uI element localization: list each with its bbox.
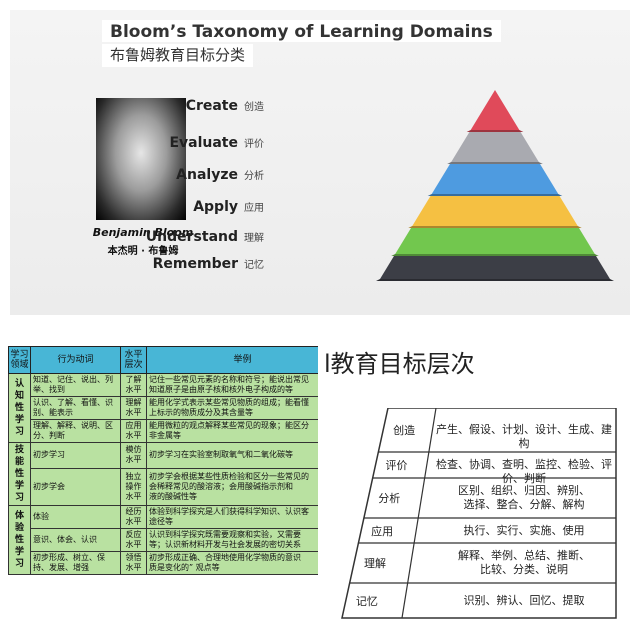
taxonomy-subtitle: 布鲁姆教育目标分类 [102,44,254,67]
example-cell: 初步学会根据某些性质检验和区分一些常见的会稀释常见的酸溶液；会用酸碱指示剂和液的… [146,467,318,507]
levels-title: l教育目标层次 [324,350,475,378]
pyramid-layer-create [470,90,520,130]
level-verbs: 解释、举例、总结、推断、比较、分类、说明 [458,549,590,576]
bloom-pyramid [376,90,614,281]
example-cell: 记住一些常见元素的名称和符号；能说出常见知道原子是由原子核和核外电子构成的等 [146,373,318,397]
level-name: 应用 [371,524,394,538]
level-verbs: 识别、辨认、回忆、提取 [463,593,585,607]
taxonomy-title: Bloom’s Taxonomy of Learning Domains [102,20,501,42]
level-label-cn: 记忆 [244,259,264,271]
level-label-cn: 理解 [244,233,264,244]
table-row: 初步学会独立操作水平初步学会根据某些性质检验和区分一些常见的会稀释常见的酸溶液；… [9,467,318,507]
table-row: 技能性学习初步学习模仿水平初步学习在实验室制取氧气和二氧化碳等 [8,442,318,506]
level-label-en: Create [185,98,238,114]
pyramid-layer-edge [427,194,563,196]
example-cell: 认识到科学探究既需要观察和实验，又需要等；认识新材料开发与社会发展的密切关系 [146,528,318,552]
table-row: 体验性学习体验经历水平体验到科学探究是人们获得科学知识、认识客途径等 [8,505,318,575]
pyramid-layer-understand [395,228,595,254]
pyramid-layer-edge [408,226,582,228]
level-verbs: 产生、假设、计划、设计、生成、建构 [436,423,612,450]
table-header-row: 学习领域行为动词水平层次举例 [8,346,318,374]
level-label-en: Analyze [176,167,238,183]
level-verbs: 执行、实行、实施、使用 [463,523,585,537]
table-header-cell: 学习领域 [8,346,31,374]
pyramid-layer-evaluate [451,132,539,162]
learning-goals-table: 学习领域行为动词水平层次举例 认知性学习知道、记住、说出、列举、找到了解水平记住… [8,346,318,575]
level-cell: 反应水平 [120,528,147,552]
example-cell: 初步学习在实验室制取氧气和二氧化碳等 [146,442,318,469]
portrait-photo [96,98,186,220]
level-name: 分析 [378,492,401,505]
verbs-cell: 意识、体会、认识 [30,528,121,552]
table-row: 认知性学习知道、记住、说出、列举、找到了解水平记住一些常见元素的名称和符号；能说… [8,373,318,443]
level-name: 评价 [385,459,408,472]
level-cell: 模仿水平 [120,442,147,469]
levels-border [341,407,617,619]
verbs-cell: 认识、了解、看懂、识别、能表示 [30,396,121,420]
example-cell: 初步形成正确、合理地使用化学物质的意识质是变化的” 观点等 [146,551,318,575]
verbs-cell: 体验 [30,505,121,529]
education-levels-panel: l教育目标层次 创造 产生、假设、计划、设计、生成、建构评价 检查、协调、查明、监控… [324,330,630,630]
pyramid-layer-analyze [431,164,559,194]
pyramid-layer-edge [466,130,524,132]
person-name-en: Benjamin Bloom [92,226,194,239]
learning-goals-table-panel: 学习领域行为动词水平层次举例 认知性学习知道、记住、说出、列举、找到了解水平记住… [8,346,318,626]
pyramid-layer-edge [376,279,614,281]
level-label-cn: 创造 [244,102,264,113]
level-verbs: 区别、组织、归因、辨别、选择、整合、分解、解构 [458,484,590,511]
pyramid-layer-edge [391,254,599,256]
level-name: 创造 [393,424,416,437]
level-name: 理解 [364,557,387,570]
level-cell: 经历水平 [120,505,147,529]
level-label-cn: 应用 [244,203,264,214]
table-row: 初步形成、树立、保持、发展、增强领悟水平初步形成正确、合理地使用化学物质的意识质… [9,551,318,575]
table-row: 认识、了解、看懂、识别、能表示理解水平能用化学式表示某些常见物质的组成；能看懂上… [9,396,318,420]
table-header-cell: 行为动词 [30,346,121,374]
level-label-cn: 分析 [244,171,264,182]
table-row: 意识、体会、认识反应水平认识到科学探究既需要观察和实验，又需要等；认识新材料开发… [9,528,318,552]
domain-cell: 认知性学习 [8,373,31,443]
domain-cell: 技能性学习 [8,442,31,506]
domain-cell: 体验性学习 [8,505,31,575]
levels-outline [341,407,617,619]
pyramid-layer-remember [380,256,610,279]
level-label-create: Create 创造 [186,98,264,114]
verbs-cell: 初步形成、树立、保持、发展、增强 [30,551,121,575]
level-cell: 领悟水平 [120,551,147,575]
person-name-cn: 本杰明 · 布鲁姆 [107,246,179,257]
level-label-remember: Remember 记忆 [153,256,264,272]
levels-diagram: 创造 产生、假设、计划、设计、生成、建构评价 检查、协调、查明、监控、检验、评价、判… [324,407,630,627]
level-label-evaluate: Evaluate 评价 [169,135,264,151]
level-label-apply: Apply 应用 [193,199,264,215]
level-label-analyze: Analyze 分析 [176,167,264,183]
level-cell: 独立操作水平 [120,467,147,507]
level-label-en: Evaluate [169,135,238,151]
example-cell: 能用微粒的观点解释某些常见的现象；能区分非金属等 [146,419,318,443]
level-label-en: Understand [145,229,238,245]
bloom-taxonomy-panel: Bloom’s Taxonomy of Learning Domains 布鲁姆… [10,10,630,315]
level-cell: 了解水平 [120,373,147,397]
table-row: 理解、解释、说明、区分、判断应用水平能用微粒的观点解释某些常见的现象；能区分非金… [9,419,318,443]
table-header-cell: 举例 [146,346,318,374]
example-cell: 能用化学式表示某些常见物质的组成；能看懂上标示的物质成分及其含量等 [146,396,318,420]
verbs-cell: 知道、记住、说出、列举、找到 [30,373,121,397]
level-name: 记忆 [355,594,378,608]
level-cell: 理解水平 [120,396,147,420]
pyramid-layer-edge [447,162,543,164]
pyramid-layer-apply [412,196,578,226]
verbs-cell: 理解、解释、说明、区分、判断 [30,419,121,443]
level-verbs: 检查、协调、查明、监控、检验、评价、判断 [436,458,612,485]
level-label-en: Remember [152,255,238,272]
example-cell: 体验到科学探究是人们获得科学知识、认识客途径等 [146,505,318,529]
verbs-cell: 初步学会 [30,467,121,507]
verbs-cell: 初步学习 [30,442,121,469]
level-label-cn: 评价 [244,139,264,150]
level-label-en: Apply [193,199,238,215]
level-cell: 应用水平 [120,419,147,443]
level-label-understand: Understand 理解 [146,229,264,245]
levels-divider [401,407,437,619]
table-header-cell: 水平层次 [120,346,147,374]
